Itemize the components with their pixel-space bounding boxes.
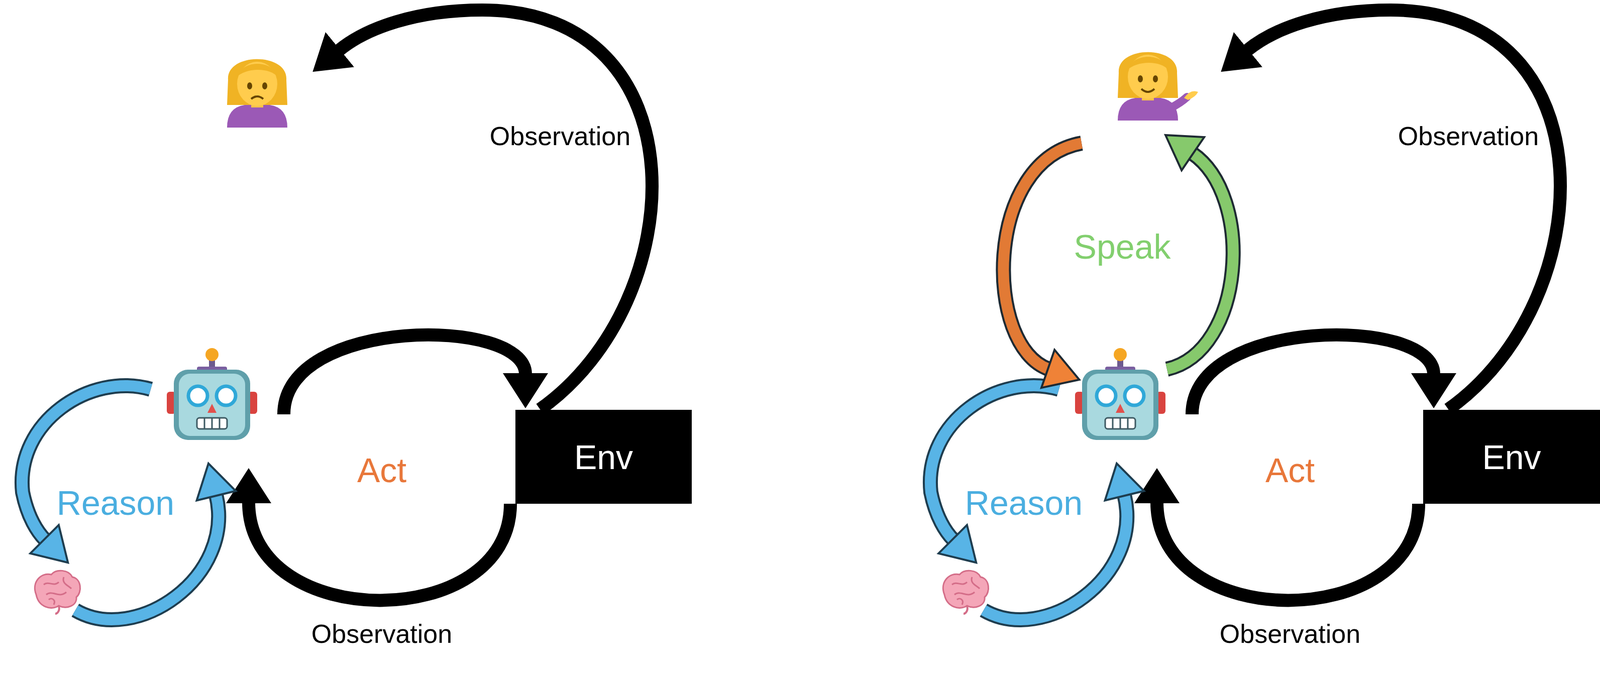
loop-label: Act [1265,451,1315,490]
frowning-woman [227,59,288,128]
loop-label: Speak [1074,228,1171,266]
gesturing-woman [1117,52,1199,121]
loop-label: Act [357,451,407,490]
loop-label: Observation [1398,122,1539,151]
loop-label: Reason [56,484,175,522]
env-label: Env [574,437,633,477]
agent-loops [930,10,1561,620]
left-panel [22,10,653,620]
right-panel [930,10,1561,620]
speak-arrow [1166,153,1234,370]
env-box: Env [1423,409,1600,504]
loop-label: Observation [489,122,631,151]
speak-arrow [1003,143,1082,370]
env-label: Env [1481,437,1541,477]
env-box: Env [515,409,692,504]
agent-loops [22,10,653,620]
loop-label: Observation [1219,619,1361,649]
loop-label: Observation [311,619,453,649]
loop-label: Reason [965,484,1083,522]
